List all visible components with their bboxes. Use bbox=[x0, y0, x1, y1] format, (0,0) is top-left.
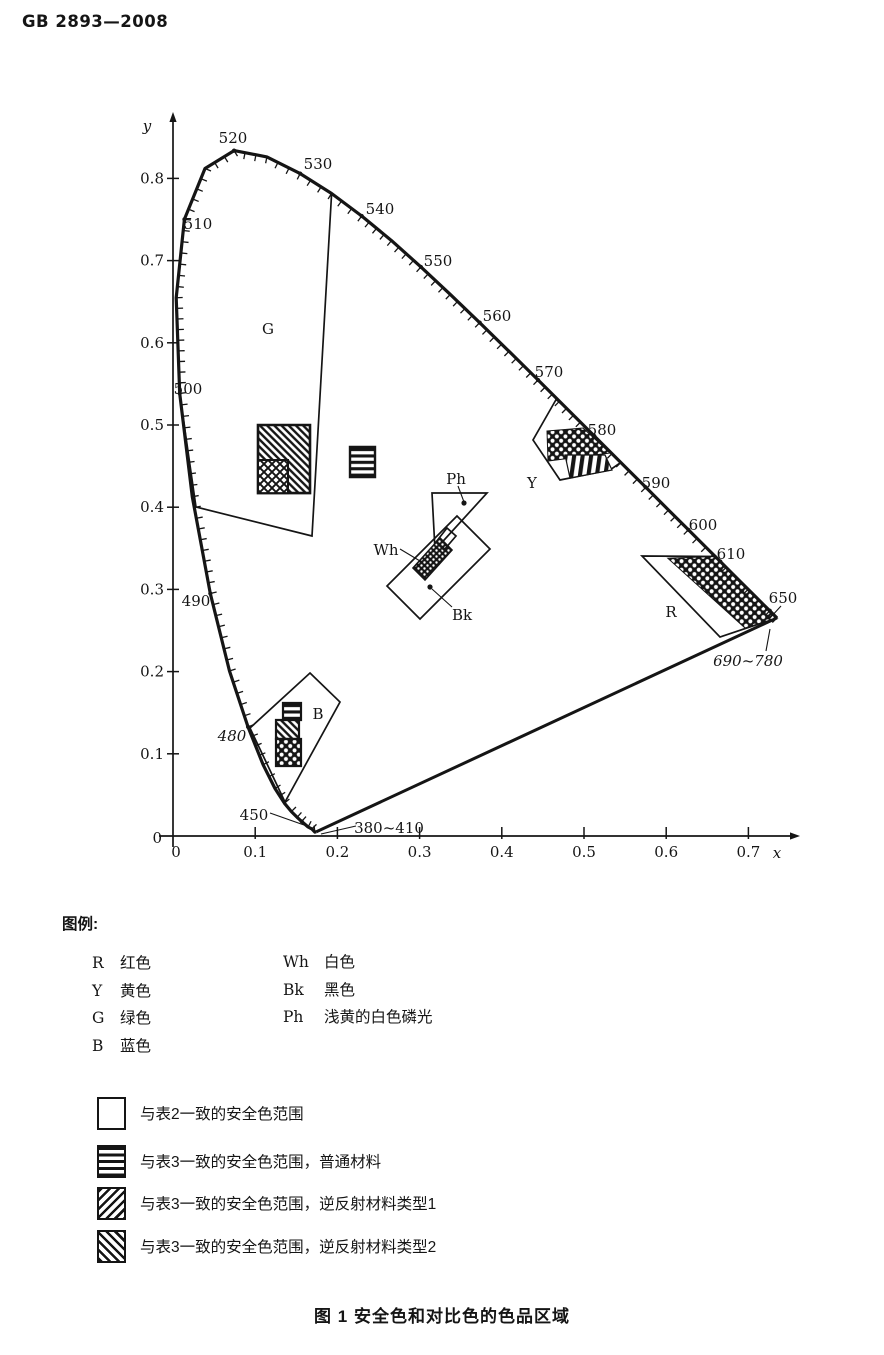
svg-text:380~410: 380~410 bbox=[354, 819, 424, 837]
abbr-yellow: Y bbox=[92, 981, 103, 1000]
swatch-hatch2 bbox=[97, 1229, 126, 1263]
svg-text:0: 0 bbox=[152, 829, 162, 847]
svg-text:Bk: Bk bbox=[452, 606, 473, 624]
abbr-green: G bbox=[92, 1009, 105, 1027]
legend-swatch-row-retro2: 与表3一致的安全色范围，逆反射材料类型2 bbox=[97, 1229, 436, 1263]
chromaticity-diagram: 0.1 0.2 0.3 0.4 0.5 0.6 0.7 0.1 0.2 0.3 0.4 0.5 0.6 0… bbox=[140, 112, 800, 862]
green-overlap-patch bbox=[257, 459, 289, 495]
blue-ordinary-patch bbox=[281, 701, 303, 722]
swatch-stripes bbox=[97, 1144, 126, 1178]
legend-swatch-row-ordinary: 与表3一致的安全色范围，普通材料 bbox=[97, 1144, 381, 1178]
svg-text:x: x bbox=[773, 844, 782, 862]
swatch-stripes-label: 与表3一致的安全色范围，普通材料 bbox=[140, 1154, 382, 1171]
svg-text:600: 600 bbox=[689, 516, 718, 534]
svg-text:590: 590 bbox=[642, 474, 671, 492]
white-dark-patch bbox=[411, 536, 454, 582]
svg-text:0.3: 0.3 bbox=[140, 580, 164, 598]
abbr-phosphor-name: 浅黄的白色磷光 bbox=[324, 1009, 433, 1026]
svg-text:0.6: 0.6 bbox=[140, 334, 164, 352]
svg-text:450: 450 bbox=[240, 806, 269, 824]
svg-text:0.1: 0.1 bbox=[243, 843, 267, 861]
svg-text:R: R bbox=[665, 603, 677, 621]
abbr-black-name: 黑色 bbox=[324, 981, 356, 999]
white-region bbox=[434, 526, 458, 552]
chart-render-root: 0.1 0.2 0.3 0.4 0.5 0.6 0.7 0.1 0.2 0.3 0.4 0.5 0.6 0… bbox=[140, 112, 800, 862]
legend-item-yellow: Y 黄色 bbox=[92, 978, 151, 1006]
green-ordinary-patch bbox=[348, 445, 377, 479]
svg-text:530: 530 bbox=[304, 155, 333, 173]
swatch-open-rect bbox=[97, 1096, 126, 1130]
figure-caption: 图 1 安全色和对比色的色品区域 bbox=[314, 1307, 570, 1326]
abbr-white: Wh bbox=[283, 953, 309, 971]
svg-text:0.7: 0.7 bbox=[140, 252, 164, 270]
y-axis-arrow bbox=[169, 112, 177, 122]
svg-text:0: 0 bbox=[171, 843, 181, 861]
svg-text:490: 490 bbox=[182, 592, 211, 610]
abbr-red-name: 红色 bbox=[120, 955, 152, 972]
svg-text:550: 550 bbox=[424, 252, 453, 270]
svg-text:0.6: 0.6 bbox=[654, 843, 678, 861]
svg-text:0.2: 0.2 bbox=[325, 843, 349, 861]
svg-text:B: B bbox=[312, 705, 323, 723]
abbr-green-name: 绿色 bbox=[120, 1010, 152, 1027]
blue-retro2-patch bbox=[274, 718, 301, 741]
swatch-hatch1 bbox=[97, 1186, 126, 1220]
legend-swatch-row-retro1: 与表3一致的安全色范围，逆反射材料类型1 bbox=[97, 1186, 436, 1220]
svg-text:Wh: Wh bbox=[373, 541, 398, 559]
svg-text:0.7: 0.7 bbox=[736, 843, 760, 861]
svg-text:570: 570 bbox=[535, 363, 564, 381]
swatch-hatch2-label: 与表3一致的安全色范围，逆反射材料类型2 bbox=[140, 1239, 437, 1256]
yellow-striped-patch bbox=[564, 454, 613, 479]
svg-text:500: 500 bbox=[174, 380, 203, 398]
svg-text:580: 580 bbox=[588, 421, 617, 439]
purple-boundary bbox=[315, 616, 778, 834]
legend-abbreviation-column-right: Wh 白色 Bk 黑色 Ph 浅黄的白色磷光 bbox=[283, 949, 433, 1032]
svg-text:Y: Y bbox=[526, 474, 538, 492]
legend-swatch-row-table2: 与表2一致的安全色范围 bbox=[97, 1096, 304, 1130]
legend-abbreviation-column-left: R 红色 Y 黄色 G 绿色 B 蓝色 bbox=[92, 950, 151, 1060]
svg-text:0.4: 0.4 bbox=[490, 843, 514, 861]
swatch-open-label: 与表2一致的安全色范围 bbox=[140, 1106, 304, 1123]
abbr-blue-name: 蓝色 bbox=[120, 1037, 152, 1055]
phosphor-region bbox=[431, 492, 489, 553]
swatch-hatch1-label: 与表3一致的安全色范围，逆反射材料类型1 bbox=[140, 1196, 437, 1213]
svg-text:0.1: 0.1 bbox=[140, 745, 164, 763]
svg-text:0.5: 0.5 bbox=[572, 843, 596, 861]
abbr-white-name: 白色 bbox=[324, 954, 356, 971]
svg-text:y: y bbox=[142, 117, 152, 135]
abbr-red: R bbox=[92, 954, 104, 972]
svg-text:520: 520 bbox=[219, 129, 248, 147]
svg-text:690~780: 690~780 bbox=[713, 652, 783, 670]
x-axis-arrow bbox=[790, 832, 800, 840]
legend-item-black: Bk 黑色 bbox=[283, 977, 433, 1005]
abbr-phosphor: Ph bbox=[283, 1008, 304, 1026]
legend-item-blue: B 蓝色 bbox=[92, 1033, 151, 1061]
blue-dotted-patch bbox=[274, 737, 303, 768]
legend-item-red: R 红色 bbox=[92, 950, 151, 978]
standard-number-header: GB 2893—2008 bbox=[22, 12, 169, 31]
svg-text:650: 650 bbox=[769, 589, 798, 607]
legend-item-green: G 绿色 bbox=[92, 1005, 151, 1033]
svg-text:0.5: 0.5 bbox=[140, 416, 164, 434]
svg-text:G: G bbox=[262, 320, 274, 338]
abbr-blue: B bbox=[92, 1036, 104, 1055]
svg-text:480: 480 bbox=[217, 727, 247, 745]
svg-text:0.8: 0.8 bbox=[140, 169, 164, 187]
black-region bbox=[385, 514, 492, 621]
svg-text:0.3: 0.3 bbox=[408, 843, 432, 861]
abbr-black: Bk bbox=[283, 980, 304, 999]
legend-title: 图例: bbox=[62, 916, 99, 933]
abbr-yellow-name: 黄色 bbox=[120, 982, 152, 1000]
legend-item-phosphor: Ph 浅黄的白色磷光 bbox=[283, 1004, 433, 1032]
svg-text:610: 610 bbox=[717, 545, 746, 563]
svg-text:0.4: 0.4 bbox=[140, 498, 164, 516]
svg-text:0.2: 0.2 bbox=[140, 663, 164, 681]
svg-text:540: 540 bbox=[366, 200, 395, 218]
svg-text:Ph: Ph bbox=[446, 470, 466, 488]
svg-text:510: 510 bbox=[184, 215, 213, 233]
legend-item-white: Wh 白色 bbox=[283, 949, 433, 977]
svg-text:560: 560 bbox=[483, 307, 512, 325]
